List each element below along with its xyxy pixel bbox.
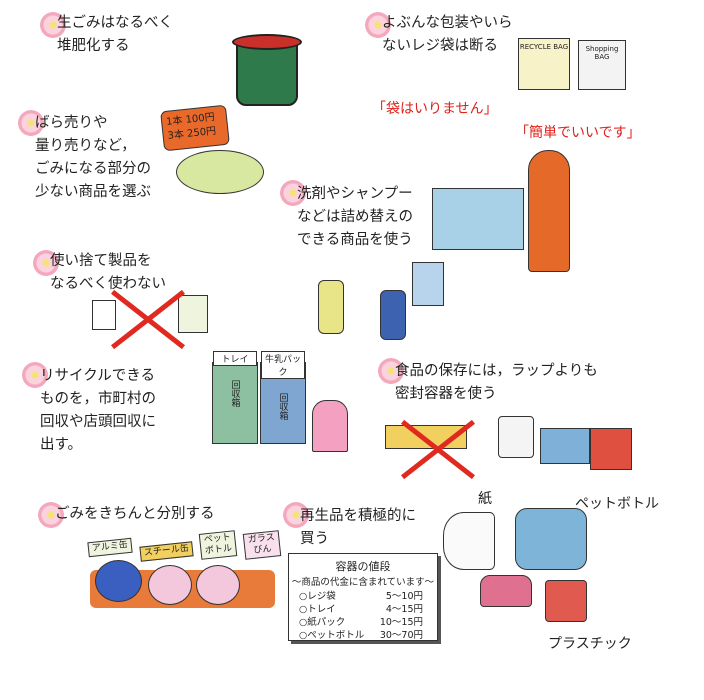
tip-compost: 生ごみはなるべく 堆肥化する xyxy=(57,12,173,58)
tip-line: なるべく使わない xyxy=(50,276,166,292)
price-value: 4〜15円 xyxy=(385,604,423,615)
price-row: ○紙パック 10〜15円 xyxy=(289,616,437,629)
price-tag-illustration: 1本 100円 3本 250円 xyxy=(160,104,230,152)
tip-line: ばら売りや xyxy=(35,115,108,131)
milk-carton-collection-box: 牛乳パック 回収箱 xyxy=(260,351,306,444)
tip-line: 洗剤やシャンプー xyxy=(297,186,413,202)
flower-icon xyxy=(365,12,391,38)
tip-line: できる商品を使う xyxy=(297,232,413,248)
refill-bottle-illustration xyxy=(380,290,406,340)
price-value: 30〜70円 xyxy=(379,630,423,641)
tip-disposable: 使い捨て製品を なるべく使わない xyxy=(50,250,166,296)
shopping-bag-illustration: Shopping BAG xyxy=(578,40,626,90)
tip-line: 少ない商品を選ぶ xyxy=(35,184,151,200)
tip-line: ものを，市町村の xyxy=(40,391,156,407)
bag-label: RECYCLE BAG xyxy=(519,43,569,51)
refill-pack-illustration xyxy=(412,262,444,306)
label-pet-bottle: ペットボトル xyxy=(575,496,659,512)
speech-clerk: 「簡単でいいです」 xyxy=(515,125,641,141)
tip-line: 回収や店頭回収に xyxy=(40,414,156,430)
prohibited-cross-icon xyxy=(398,420,478,480)
tip-line: ごみになる部分の xyxy=(35,161,151,177)
tip-line: 密封容器を使う xyxy=(395,386,497,402)
bag-label: Shopping BAG xyxy=(585,45,619,61)
flower-icon xyxy=(280,180,306,206)
child-illustration xyxy=(312,400,348,452)
toilet-paper-illustration xyxy=(443,512,495,570)
flower-icon xyxy=(18,110,44,136)
flower-icon xyxy=(33,250,59,276)
price-item: ○レジ袋 xyxy=(299,591,336,602)
tip-line: ごみをきちんと分別する xyxy=(55,506,215,522)
tip-line: 食品の保存には，ラップよりも xyxy=(395,363,598,379)
price-value: 5〜10円 xyxy=(385,591,423,602)
sign-glass: ガラスびん xyxy=(242,530,282,560)
plastic-bottles-illustration xyxy=(545,580,587,622)
tray-collection-box: トレイ 回収箱 xyxy=(212,351,258,444)
tip-bulk: ばら売りや 量り売りなど， ごみになる部分の 少ない商品を選ぶ xyxy=(35,112,151,204)
label-plastic: プラスチック xyxy=(548,636,632,652)
refill-bottles-illustration xyxy=(318,280,344,334)
tip-line: 量り売りなど， xyxy=(35,138,136,154)
price-row: ○トレイ 4〜15円 xyxy=(289,603,437,616)
tip-line: などは詰め替えの xyxy=(297,209,413,225)
tip-line: リサイクルできる xyxy=(40,368,155,384)
tip-line: よぶんな包装やいら xyxy=(382,15,513,31)
tip-sort: ごみをきちんと分別する xyxy=(55,503,215,526)
sign-aluminum: アルミ缶 xyxy=(87,537,133,558)
price-row: ○ペットボトル 30〜70円 xyxy=(289,629,437,642)
flower-icon xyxy=(378,358,404,384)
price-box-title: 容器の値段 xyxy=(335,560,391,573)
tip-line: 出す。 xyxy=(40,437,83,453)
shop-counter-illustration xyxy=(432,188,524,250)
recycle-bag-illustration: RECYCLE BAG xyxy=(518,38,570,90)
container-price-box: 容器の値段 〜商品の代金に含まれています〜 ○レジ袋 5〜10円 ○トレイ 4〜15… xyxy=(288,553,438,641)
tip-line: 買う xyxy=(300,531,329,547)
tip-line: 堆肥化する xyxy=(57,38,130,54)
price-item: ○ペットボトル xyxy=(299,630,365,641)
sneakers-illustration xyxy=(480,575,532,607)
label-paper: 紙 xyxy=(478,491,492,507)
tip-line: 生ごみはなるべく xyxy=(57,15,173,31)
box-label: 牛乳パック xyxy=(261,351,305,379)
flower-icon xyxy=(22,362,48,388)
tip-line: ないレジ袋は断る xyxy=(382,38,498,54)
box-label: トレイ xyxy=(213,351,257,366)
tip-recycled-goods: 再生品を積極的に 買う xyxy=(300,505,416,551)
tip-refill: 洗剤やシャンプー などは詰め替えの できる商品を使う xyxy=(297,183,413,252)
box-label: 回収箱 xyxy=(277,393,288,420)
compost-bin-lid xyxy=(232,34,302,50)
prohibited-cross-icon xyxy=(108,290,188,350)
tip-packaging: よぶんな包装やいら ないレジ袋は断る xyxy=(382,12,513,58)
tip-line: 使い捨て製品を xyxy=(50,253,152,269)
price-box-subtitle: 〜商品の代金に含まれています〜 xyxy=(291,577,435,588)
tip-line: 再生品を積極的に xyxy=(300,508,416,524)
jar-illustration xyxy=(498,416,534,458)
radish-basket-illustration xyxy=(176,150,264,194)
sweater-illustration xyxy=(515,508,587,570)
sealed-container-illustration xyxy=(590,428,632,470)
sign-steel: スチール缶 xyxy=(139,541,194,562)
tip-storage: 食品の保存には，ラップよりも 密封容器を使う xyxy=(395,360,598,406)
speech-customer: 「袋はいりません」 xyxy=(372,101,498,117)
price-value: 10〜15円 xyxy=(379,617,423,628)
price-item: ○紙パック xyxy=(299,617,346,628)
aluminum-bags xyxy=(95,560,142,602)
sealed-container-illustration xyxy=(540,428,590,464)
flower-icon xyxy=(283,502,309,528)
box-label: 回収箱 xyxy=(229,380,240,407)
price-row: ○レジ袋 5〜10円 xyxy=(289,590,437,603)
tip-recycle: リサイクルできる ものを，市町村の 回収や店頭回収に 出す。 xyxy=(40,365,156,457)
flower-icon xyxy=(40,12,66,38)
price-item: ○トレイ xyxy=(299,604,336,615)
flower-icon xyxy=(38,502,64,528)
steel-bags xyxy=(148,565,192,605)
shopper-illustration xyxy=(528,150,570,272)
sign-pet: ペットボトル xyxy=(198,530,238,560)
pet-bags xyxy=(196,565,240,605)
